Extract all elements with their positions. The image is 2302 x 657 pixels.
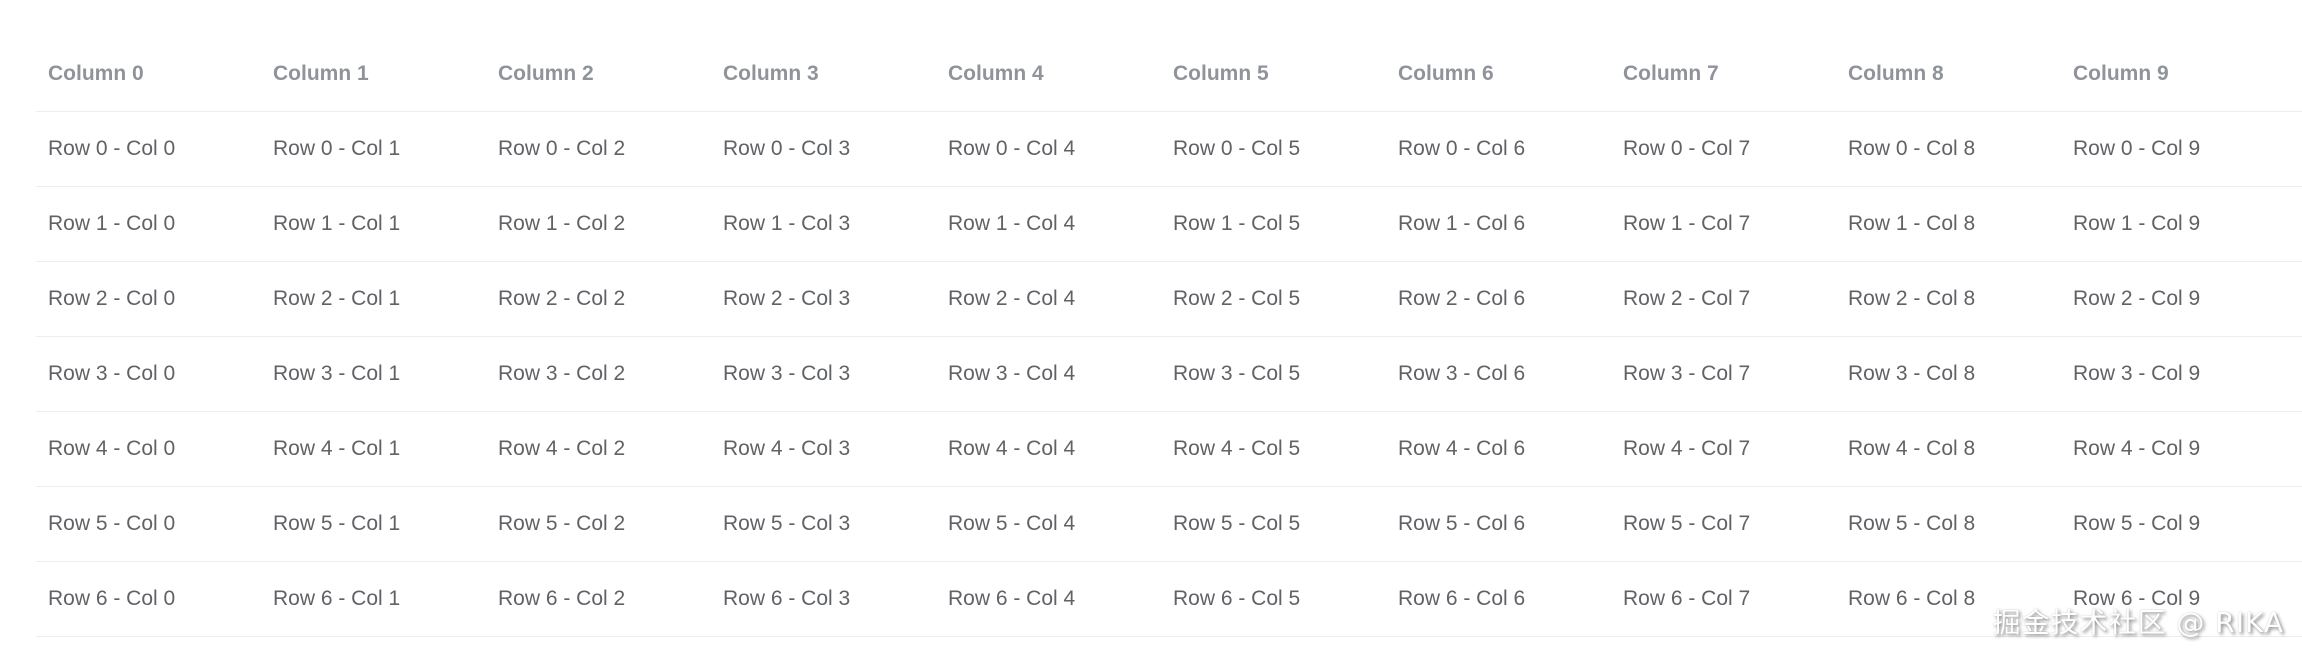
header-cell: Column 0	[48, 62, 144, 86]
table-cell: Row 5 - Col 5	[1173, 512, 1301, 536]
table-cell: Row 6 - Col 0	[48, 587, 176, 611]
table-cell: Row 1 - Col 0	[48, 212, 176, 236]
table-cell: Row 0 - Col 2	[498, 137, 626, 161]
table-cell: Row 3 - Col 4	[948, 362, 1076, 386]
header-cell: Column 3	[723, 62, 819, 86]
table-cell: Row 4 - Col 6	[1398, 437, 1526, 461]
table-cell: Row 4 - Col 3	[723, 437, 851, 461]
table-cell: Row 0 - Col 3	[723, 137, 851, 161]
table-cell: Row 5 - Col 8	[1848, 512, 1976, 536]
table-cell: Row 1 - Col 3	[723, 212, 851, 236]
header-cell: Column 2	[498, 62, 594, 86]
table-cell: Row 4 - Col 8	[1848, 437, 1976, 461]
table-cell: Row 2 - Col 3	[723, 287, 851, 311]
table-cell: Row 2 - Col 6	[1398, 287, 1526, 311]
table-cell: Row 3 - Col 2	[498, 362, 626, 386]
table-cell: Row 6 - Col 5	[1173, 587, 1301, 611]
header-cell: Column 1	[273, 62, 369, 86]
table-cell: Row 0 - Col 7	[1623, 137, 1751, 161]
table-cell: Row 3 - Col 7	[1623, 362, 1751, 386]
table-row[interactable]: Row 2 - Col 0 Row 2 - Col 1 Row 2 - Col 2 R…	[36, 262, 2302, 337]
table-cell: Row 4 - Col 4	[948, 437, 1076, 461]
header-cell: Column 6	[1398, 62, 1494, 86]
header-cell: Column 4	[948, 62, 1044, 86]
table-cell: Row 6 - Col 8	[1848, 587, 1976, 611]
table-cell: Row 2 - Col 9	[2073, 287, 2201, 311]
table-cell: Row 6 - Col 9	[2073, 587, 2201, 611]
table-cell: Row 2 - Col 4	[948, 287, 1076, 311]
table-row[interactable]: Row 1 - Col 0 Row 1 - Col 1 Row 1 - Col 2 R…	[36, 187, 2302, 262]
table-cell: Row 1 - Col 4	[948, 212, 1076, 236]
table-cell: Row 1 - Col 9	[2073, 212, 2201, 236]
table-cell: Row 4 - Col 0	[48, 437, 176, 461]
table-cell: Row 5 - Col 1	[273, 512, 401, 536]
table-row[interactable]: Row 5 - Col 0 Row 5 - Col 1 Row 5 - Col 2 R…	[36, 487, 2302, 562]
table-cell: Row 1 - Col 5	[1173, 212, 1301, 236]
header-cell: Column 9	[2073, 62, 2169, 86]
table-row[interactable]: Row 6 - Col 0 Row 6 - Col 1 Row 6 - Col 2 R…	[36, 562, 2302, 637]
table-cell: Row 0 - Col 1	[273, 137, 401, 161]
table-cell: Row 6 - Col 4	[948, 587, 1076, 611]
table-cell: Row 3 - Col 9	[2073, 362, 2201, 386]
table-cell: Row 2 - Col 1	[273, 287, 401, 311]
table-cell: Row 6 - Col 3	[723, 587, 851, 611]
table-cell: Row 0 - Col 6	[1398, 137, 1526, 161]
table-cell: Row 1 - Col 1	[273, 212, 401, 236]
table-cell: Row 4 - Col 9	[2073, 437, 2201, 461]
table-cell: Row 0 - Col 0	[48, 137, 176, 161]
table-cell: Row 0 - Col 8	[1848, 137, 1976, 161]
table-cell: Row 2 - Col 0	[48, 287, 176, 311]
table-cell: Row 6 - Col 7	[1623, 587, 1751, 611]
table-cell: Row 4 - Col 2	[498, 437, 626, 461]
table-cell: Row 6 - Col 6	[1398, 587, 1526, 611]
table-cell: Row 4 - Col 1	[273, 437, 401, 461]
table-cell: Row 1 - Col 2	[498, 212, 626, 236]
table-row[interactable]: Row 3 - Col 0 Row 3 - Col 1 Row 3 - Col 2 R…	[36, 337, 2302, 412]
table-header-row: Column 0 Column 1 Column 2 Column 3 Column 4…	[36, 37, 2302, 112]
table-cell: Row 5 - Col 0	[48, 512, 176, 536]
table-cell: Row 2 - Col 7	[1623, 287, 1751, 311]
table-cell: Row 1 - Col 7	[1623, 212, 1751, 236]
table-cell: Row 6 - Col 2	[498, 587, 626, 611]
table-cell: Row 5 - Col 9	[2073, 512, 2201, 536]
table-cell: Row 6 - Col 1	[273, 587, 401, 611]
table-cell: Row 3 - Col 3	[723, 362, 851, 386]
data-table: Column 0 Column 1 Column 2 Column 3 Column 4…	[36, 37, 2302, 637]
header-cell: Column 5	[1173, 62, 1269, 86]
table-cell: Row 2 - Col 2	[498, 287, 626, 311]
table-cell: Row 1 - Col 6	[1398, 212, 1526, 236]
table-cell: Row 0 - Col 5	[1173, 137, 1301, 161]
table-cell: Row 1 - Col 8	[1848, 212, 1976, 236]
table-row[interactable]: Row 0 - Col 0 Row 0 - Col 1 Row 0 - Col 2 R…	[36, 112, 2302, 187]
table-cell: Row 5 - Col 6	[1398, 512, 1526, 536]
table-cell: Row 5 - Col 2	[498, 512, 626, 536]
table-cell: Row 0 - Col 9	[2073, 137, 2201, 161]
table-cell: Row 5 - Col 7	[1623, 512, 1751, 536]
table-cell: Row 5 - Col 4	[948, 512, 1076, 536]
table-cell: Row 5 - Col 3	[723, 512, 851, 536]
table-row[interactable]: Row 4 - Col 0 Row 4 - Col 1 Row 4 - Col 2 R…	[36, 412, 2302, 487]
header-cell: Column 7	[1623, 62, 1719, 86]
table-cell: Row 2 - Col 8	[1848, 287, 1976, 311]
table-cell: Row 3 - Col 5	[1173, 362, 1301, 386]
table-cell: Row 3 - Col 8	[1848, 362, 1976, 386]
table-cell: Row 0 - Col 4	[948, 137, 1076, 161]
table-cell: Row 3 - Col 0	[48, 362, 176, 386]
table-cell: Row 4 - Col 5	[1173, 437, 1301, 461]
table-cell: Row 4 - Col 7	[1623, 437, 1751, 461]
table-cell: Row 3 - Col 6	[1398, 362, 1526, 386]
table-cell: Row 2 - Col 5	[1173, 287, 1301, 311]
header-cell: Column 8	[1848, 62, 1944, 86]
table-cell: Row 3 - Col 1	[273, 362, 401, 386]
